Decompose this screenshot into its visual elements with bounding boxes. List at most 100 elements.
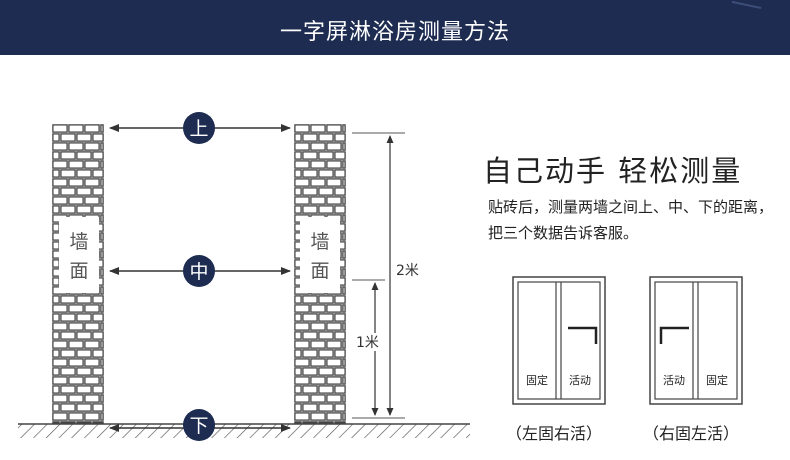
brick <box>52 295 60 304</box>
total-height-label-bg <box>394 261 420 279</box>
brick <box>326 322 342 331</box>
brick <box>294 349 302 358</box>
brick <box>342 160 346 169</box>
brick <box>76 331 92 340</box>
brick <box>52 196 68 205</box>
brick <box>52 421 60 424</box>
brick <box>52 241 60 250</box>
brick <box>100 394 104 403</box>
brick <box>294 421 302 424</box>
brick <box>326 394 342 403</box>
caption-left-fixed: （左固右活） <box>506 424 603 443</box>
brick <box>84 304 100 313</box>
brick <box>60 331 76 340</box>
brick <box>76 403 92 412</box>
brick <box>326 376 342 385</box>
brick <box>84 358 100 367</box>
panel-label-sliding: 活动 <box>663 374 685 387</box>
brick <box>326 340 342 349</box>
brick <box>310 142 326 151</box>
brick <box>334 205 346 214</box>
brick <box>302 187 318 196</box>
brick <box>92 313 104 322</box>
brick <box>68 160 84 169</box>
door-handle <box>659 326 689 344</box>
brick <box>84 376 100 385</box>
brick <box>294 304 310 313</box>
brick <box>84 340 100 349</box>
brick <box>76 133 92 142</box>
brick <box>92 421 104 424</box>
brick <box>294 322 310 331</box>
brick <box>318 187 334 196</box>
brick <box>294 196 310 205</box>
brick <box>326 124 342 133</box>
brick <box>326 160 342 169</box>
partial-height-label: 1米 <box>356 335 379 351</box>
brick <box>84 394 100 403</box>
brick <box>52 394 68 403</box>
brick <box>342 376 346 385</box>
brick <box>294 331 302 340</box>
brick <box>68 394 84 403</box>
brick <box>302 133 318 142</box>
brick <box>318 169 334 178</box>
brick <box>100 268 104 277</box>
brick <box>100 232 104 241</box>
brick <box>302 349 318 358</box>
brick <box>294 205 302 214</box>
brick <box>100 412 104 421</box>
brick <box>84 196 100 205</box>
brick <box>52 304 68 313</box>
brick <box>84 160 100 169</box>
brick <box>294 169 302 178</box>
right-wall-label-top: 墙 <box>310 231 329 253</box>
brick <box>92 295 104 304</box>
brick <box>76 187 92 196</box>
door-diagram-right-fixed: 活动 固定 <box>649 276 743 405</box>
brick <box>342 394 346 403</box>
brick <box>294 151 302 160</box>
brick <box>294 385 302 394</box>
brick <box>68 178 84 187</box>
brick <box>302 151 318 160</box>
brick <box>342 214 346 223</box>
brick <box>52 358 68 367</box>
brick <box>310 196 326 205</box>
door-handle <box>568 326 598 344</box>
brick <box>100 178 104 187</box>
brick <box>342 286 346 295</box>
brick <box>52 124 68 133</box>
brick <box>302 205 318 214</box>
brick <box>60 367 76 376</box>
brick <box>294 178 310 187</box>
brick <box>92 367 104 376</box>
brick <box>326 142 342 151</box>
brick <box>294 403 302 412</box>
brick <box>76 313 92 322</box>
brick <box>52 385 60 394</box>
brick <box>342 142 346 151</box>
brick <box>334 313 346 322</box>
brick <box>52 169 60 178</box>
brick <box>310 160 326 169</box>
brick <box>68 196 84 205</box>
brick <box>84 412 100 421</box>
brick <box>334 331 346 340</box>
brick <box>334 151 346 160</box>
brick <box>318 133 334 142</box>
bottom-marker-label: 下 <box>189 415 208 437</box>
brick <box>100 286 104 295</box>
brick <box>92 187 104 196</box>
brick <box>92 403 104 412</box>
brick <box>84 178 100 187</box>
brick <box>294 376 310 385</box>
page-title: 一字屏淋浴房测量方法 <box>279 20 510 45</box>
brick <box>52 349 60 358</box>
brick <box>92 331 104 340</box>
right-wall-label-box <box>300 217 340 293</box>
brick <box>294 340 310 349</box>
brick <box>302 385 318 394</box>
brick <box>76 367 92 376</box>
brick <box>92 151 104 160</box>
